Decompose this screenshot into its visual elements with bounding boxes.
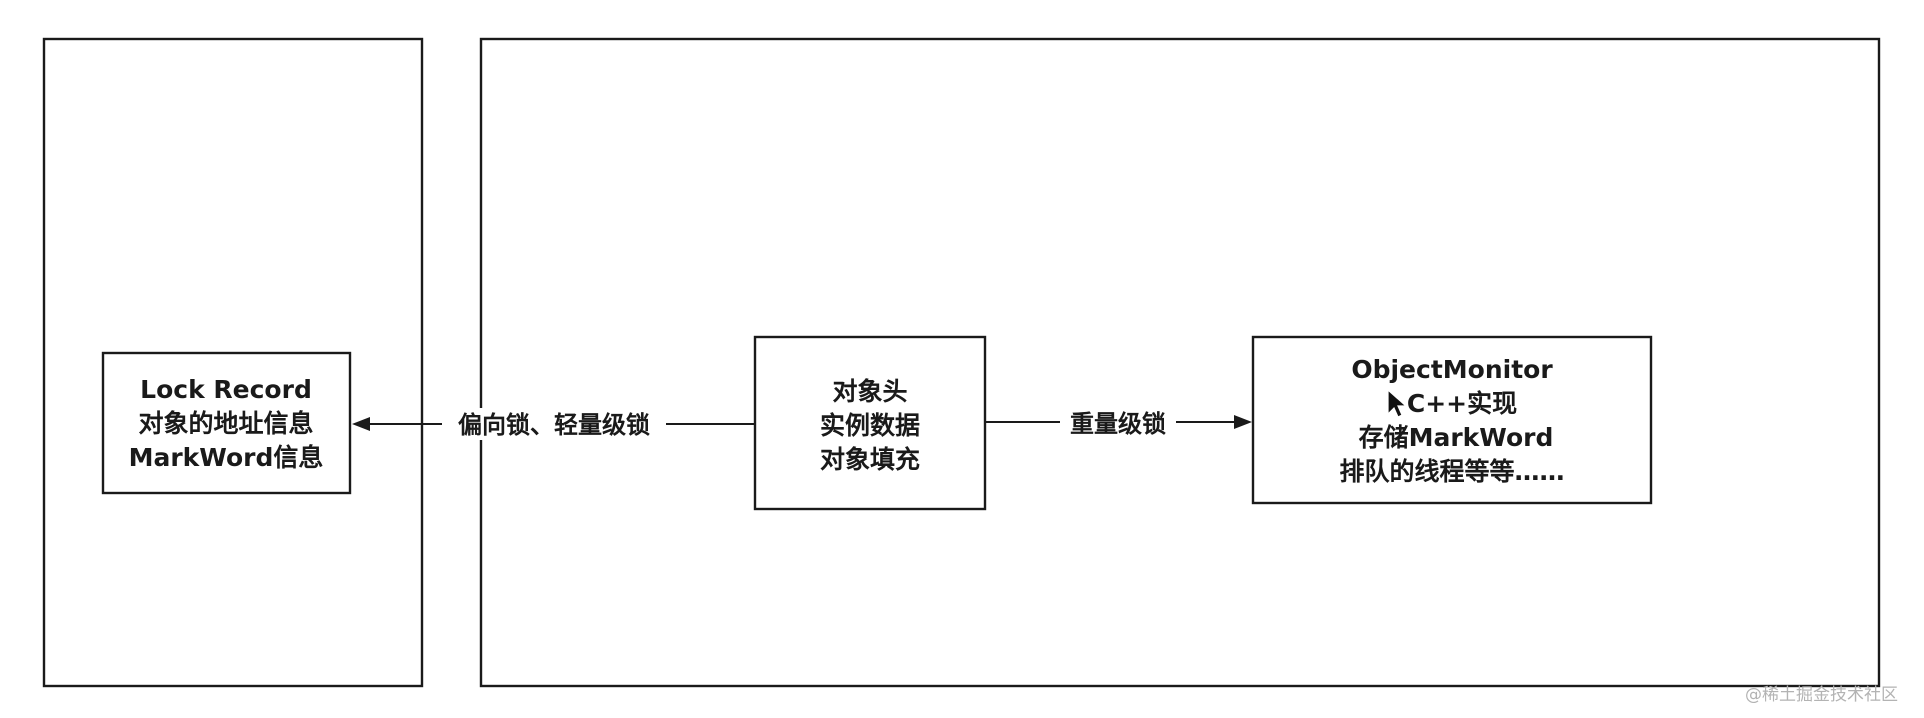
lock-record-line: 对象的地址信息 xyxy=(138,409,313,438)
monitor-line: C++实现 xyxy=(1407,389,1517,418)
mouse-pointer-icon xyxy=(1387,388,1408,418)
lock-record-line: MarkWord信息 xyxy=(129,443,324,472)
object-box: 对象头 实例数据 对象填充 xyxy=(753,335,987,511)
watermark: @稀土掘金技术社区 xyxy=(1745,685,1898,705)
edge-label-bg xyxy=(442,408,666,440)
monitor-line: 存储MarkWord xyxy=(1359,423,1554,452)
lock-record-box: Lock Record 对象的地址信息 MarkWord信息 xyxy=(101,351,352,495)
edge-label: 偏向锁、轻量级锁 xyxy=(458,411,650,439)
edge-label: 重量级锁 xyxy=(1070,410,1166,438)
monitor-line: 排队的线程等等…… xyxy=(1339,457,1564,486)
arrowhead xyxy=(352,417,370,431)
object-line: 实例数据 xyxy=(820,411,920,440)
edge-label-bg xyxy=(1060,406,1176,438)
lock-record-rect xyxy=(101,351,352,495)
object-monitor-box: ObjectMonitor C++实现 存储MarkWord 排队的线程等等…… xyxy=(1251,335,1653,505)
object-rect xyxy=(753,335,987,511)
right-container xyxy=(479,37,1881,688)
edge-heavy-lock: 重量级锁 xyxy=(985,406,1252,438)
edge-biased-light-lock: 偏向锁、轻量级锁 xyxy=(352,408,755,440)
lock-record-line: Lock Record xyxy=(140,375,312,404)
object-line: 对象头 xyxy=(832,377,907,406)
monitor-line: ObjectMonitor xyxy=(1351,355,1553,384)
left-container xyxy=(42,37,424,688)
object-line: 对象填充 xyxy=(820,445,920,474)
monitor-rect xyxy=(1251,335,1653,505)
arrowhead xyxy=(1234,415,1252,429)
